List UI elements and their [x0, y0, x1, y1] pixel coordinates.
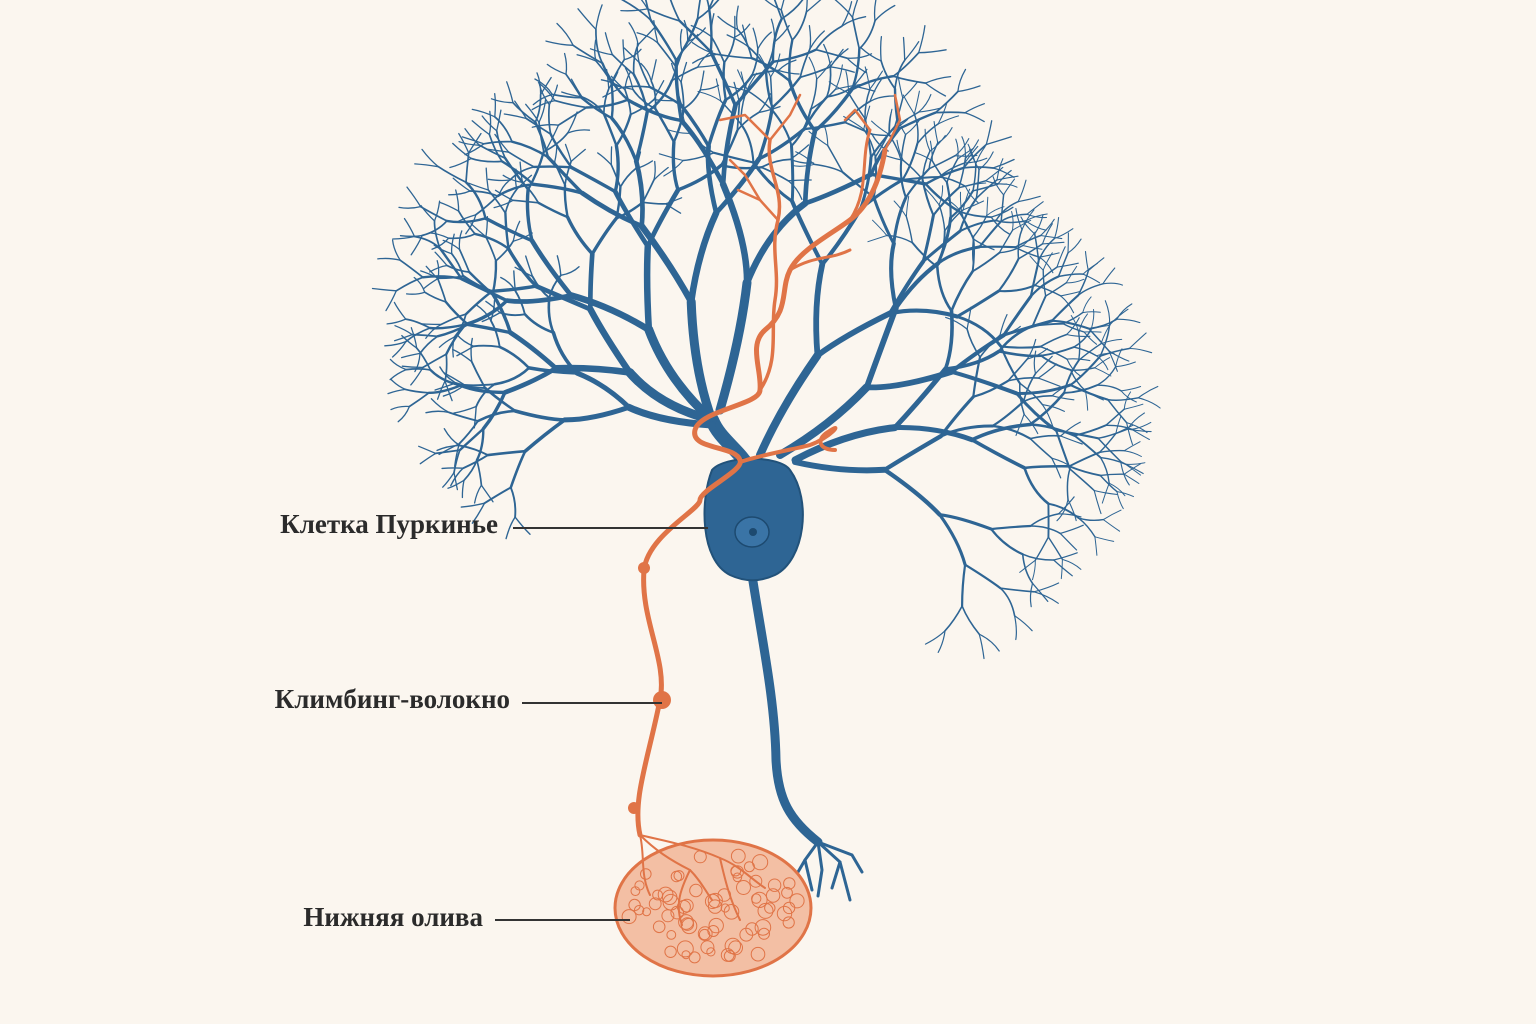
purkinje-axon [747, 570, 823, 847]
label-purkinje-cell: Клетка Пуркинье [280, 509, 498, 539]
leader-line-inferior-olive [495, 919, 630, 921]
olive-neurons [621, 848, 805, 964]
leader-line-climbing-fiber [522, 702, 662, 704]
axon-terminal-branches [796, 840, 864, 902]
label-climbing-fiber: Климбинг-волокно [274, 684, 510, 714]
nucleolus [749, 528, 757, 536]
leader-line-purkinje-cell [513, 527, 708, 529]
inferior-olive [613, 834, 813, 978]
label-inferior-olive: Нижняя олива [303, 902, 483, 932]
purkinje-dendritic-tree [371, 0, 1161, 660]
climbing-fiber [628, 93, 902, 838]
